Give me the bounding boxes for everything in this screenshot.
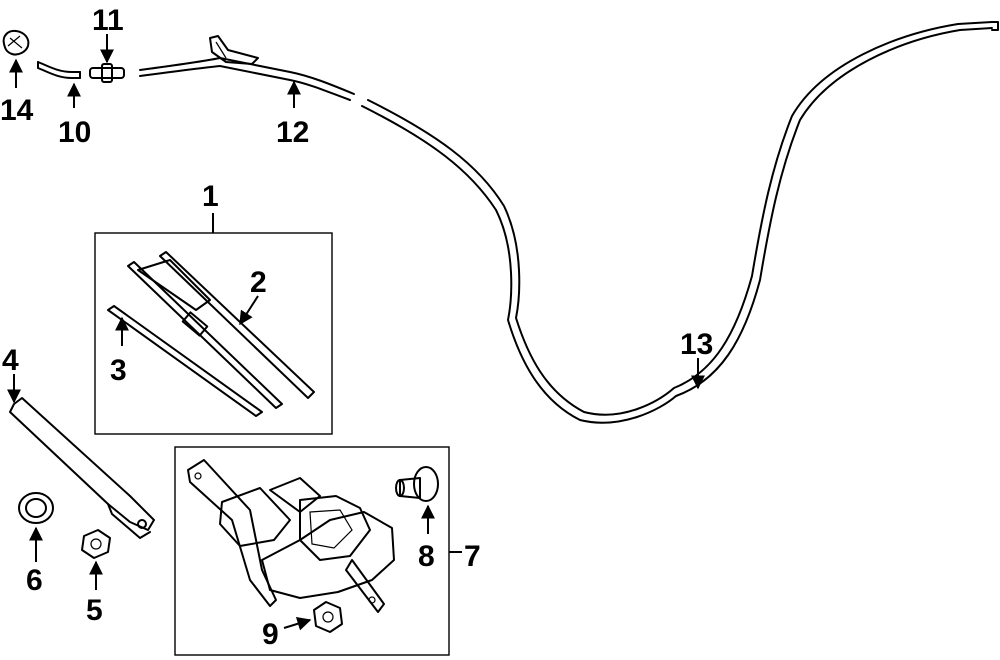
callout-4: 4 (2, 344, 19, 377)
callout-6: 6 (26, 564, 43, 597)
part-13-hose[interactable] (361, 21, 999, 424)
part-14-nozzle[interactable] (2, 29, 30, 56)
part-6-washer[interactable] (18, 492, 54, 524)
part-12-hose[interactable] (139, 35, 355, 101)
callout-13: 13 (680, 328, 713, 361)
part-4-wiper-arm[interactable] (9, 397, 155, 539)
part-5-nut[interactable] (81, 529, 111, 559)
part-11-connector[interactable] (89, 63, 125, 83)
part-9-nut[interactable] (313, 601, 343, 633)
callout-10: 10 (58, 116, 91, 149)
part-10-hose[interactable] (37, 61, 81, 79)
callout-9: 9 (262, 618, 279, 651)
callout-14: 14 (0, 94, 34, 127)
callout-2: 2 (250, 266, 267, 299)
part-3-blade-insert[interactable] (107, 305, 263, 417)
callout-8: 8 (418, 540, 435, 573)
callout-5: 5 (86, 594, 103, 627)
part-7-wiper-motor[interactable] (187, 459, 395, 613)
leader-9 (283, 617, 312, 631)
callout-7: 7 (464, 540, 481, 573)
callout-3: 3 (110, 354, 127, 387)
part-2-blade[interactable] (127, 251, 315, 409)
callout-1: 1 (202, 180, 219, 213)
part-8-pivot[interactable] (395, 466, 439, 502)
callout-11: 11 (92, 4, 124, 37)
callout-12: 12 (276, 116, 309, 149)
leader-2 (239, 295, 259, 326)
